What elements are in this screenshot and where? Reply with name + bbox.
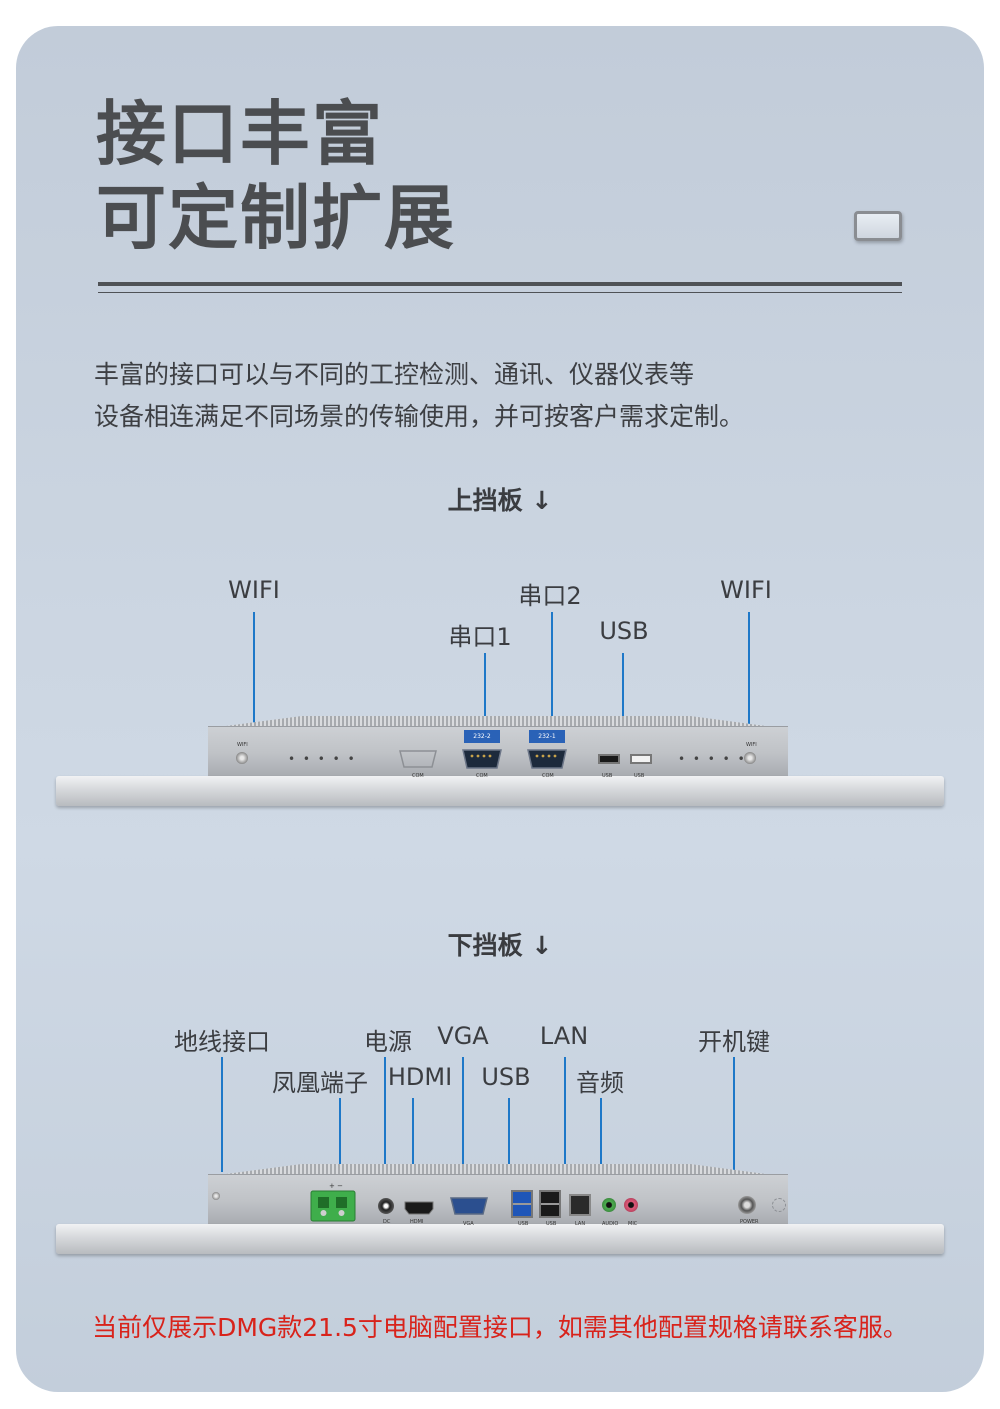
bottom-panel-heading: 下挡板 ↓ — [447, 931, 553, 960]
leader-serial-2 — [551, 612, 553, 724]
leader-serial-1 — [484, 653, 486, 724]
hero-title: 接口丰富 可定制扩展 — [96, 92, 456, 260]
leader-usb-top — [622, 653, 624, 724]
audio-out-jack — [602, 1198, 616, 1212]
serial-port-2 — [527, 749, 567, 769]
com-mark-2: COM — [542, 773, 554, 779]
com-tag-232-1: 232-1 — [529, 730, 565, 743]
usb-port-stack-2 — [539, 1190, 561, 1218]
com-mark-1: COM — [476, 773, 488, 779]
mic-in-jack — [624, 1198, 638, 1212]
leader-ground — [221, 1057, 223, 1172]
title-divider-thin — [98, 292, 902, 293]
wifi-antenna-connector-right — [744, 752, 756, 764]
leader-power-in — [384, 1057, 386, 1172]
leader-hdmi — [412, 1098, 414, 1172]
hdmi-port — [404, 1201, 434, 1215]
wifi-mark-left: WIFI — [237, 742, 248, 748]
label-serial-2: 串口2 — [518, 582, 582, 610]
usb-mark-1: USB — [602, 773, 613, 779]
title-divider-thick — [98, 282, 902, 286]
led-dots-right: • • • • • — [678, 752, 747, 766]
display-bezel-bottom — [56, 1224, 944, 1254]
label-usb-bottom: USB — [481, 1063, 531, 1091]
label-wifi-right: WIFI — [720, 576, 772, 604]
label-audio: 音频 — [576, 1069, 624, 1097]
dc-power-jack — [378, 1198, 394, 1214]
heatsink-fins-bottom — [226, 1164, 766, 1174]
label-power-in: 电源 — [364, 1028, 412, 1056]
polarity-mark: + − — [329, 1182, 343, 1190]
vent-icon — [772, 1198, 786, 1212]
lan-port — [569, 1194, 591, 1216]
wifi-mark-right: WIFI — [746, 742, 757, 748]
label-hdmi: HDMI — [387, 1063, 453, 1091]
power-button[interactable] — [738, 1196, 756, 1214]
usb-port-1 — [598, 754, 620, 764]
leader-wifi-right — [748, 612, 750, 724]
hero-title-line-2: 可定制扩展 — [96, 177, 456, 259]
usb-mark-2: USB — [634, 773, 645, 779]
blank-com-port — [399, 750, 437, 768]
usb3-port-stack-1 — [511, 1190, 533, 1218]
label-usb-top: USB — [599, 617, 649, 645]
configuration-footnote: 当前仅展示DMG款21.5寸电脑配置接口，如需其他配置规格请联系客服。 — [92, 1313, 908, 1342]
vga-mark: VGA — [463, 1221, 474, 1227]
label-lan: LAN — [539, 1022, 589, 1050]
com-tag-232-2: 232-2 — [464, 730, 500, 743]
heatsink-fins — [226, 716, 766, 726]
label-serial-1: 串口1 — [448, 623, 512, 651]
ground-terminal — [212, 1192, 220, 1200]
com-mark-blank: COM — [412, 773, 424, 779]
wifi-antenna-connector-left — [236, 752, 248, 764]
phoenix-terminal-block — [310, 1190, 356, 1222]
leader-phoenix-terminal — [339, 1098, 341, 1172]
label-vga: VGA — [437, 1022, 489, 1050]
leader-vga — [462, 1057, 464, 1172]
usb-mark-stack-1: USB — [518, 1221, 529, 1227]
led-dots-left: • • • • • — [288, 752, 357, 766]
product-feature-card: 接口丰富 可定制扩展 丰富的接口可以与不同的工控检测、通讯、仪器仪表等 设备相连… — [16, 26, 984, 1392]
label-wifi-left: WIFI — [228, 576, 280, 604]
leader-lan — [564, 1057, 566, 1172]
leader-wifi-left — [253, 612, 255, 724]
power-mark: POWER — [740, 1219, 759, 1225]
description-line-2: 设备相连满足不同场景的传输使用，并可按客户需求定制。 — [94, 402, 745, 431]
description-line-1: 丰富的接口可以与不同的工控检测、通讯、仪器仪表等 — [94, 360, 695, 389]
serial-port-1 — [462, 749, 502, 769]
leader-usb-bottom — [508, 1098, 510, 1172]
audio-mark: AUDIO — [602, 1221, 619, 1227]
leader-power-button — [733, 1057, 735, 1172]
label-ground: 地线接口 — [174, 1028, 270, 1056]
lan-mark: LAN — [575, 1221, 586, 1227]
leader-audio — [600, 1098, 602, 1172]
bottom-io-bracket — [208, 1174, 788, 1224]
description: 丰富的接口可以与不同的工控检测、通讯、仪器仪表等 设备相连满足不同场景的传输使用… — [94, 354, 914, 438]
vga-port — [450, 1197, 488, 1215]
display-bezel — [56, 776, 944, 806]
top-panel-heading: 上挡板 ↓ — [447, 486, 553, 515]
hero-title-line-1: 接口丰富 — [96, 93, 384, 175]
usb-port-2 — [630, 754, 652, 764]
label-power-button: 开机键 — [698, 1028, 770, 1056]
usb-mark-stack-2: USB — [546, 1221, 557, 1227]
panel-outline-icon — [854, 211, 902, 241]
hdmi-mark: HDMI — [410, 1219, 424, 1225]
mic-mark: MIC — [628, 1221, 638, 1227]
label-phoenix-terminal: 凤凰端子 — [272, 1069, 368, 1097]
dc-mark: DC — [383, 1219, 391, 1225]
